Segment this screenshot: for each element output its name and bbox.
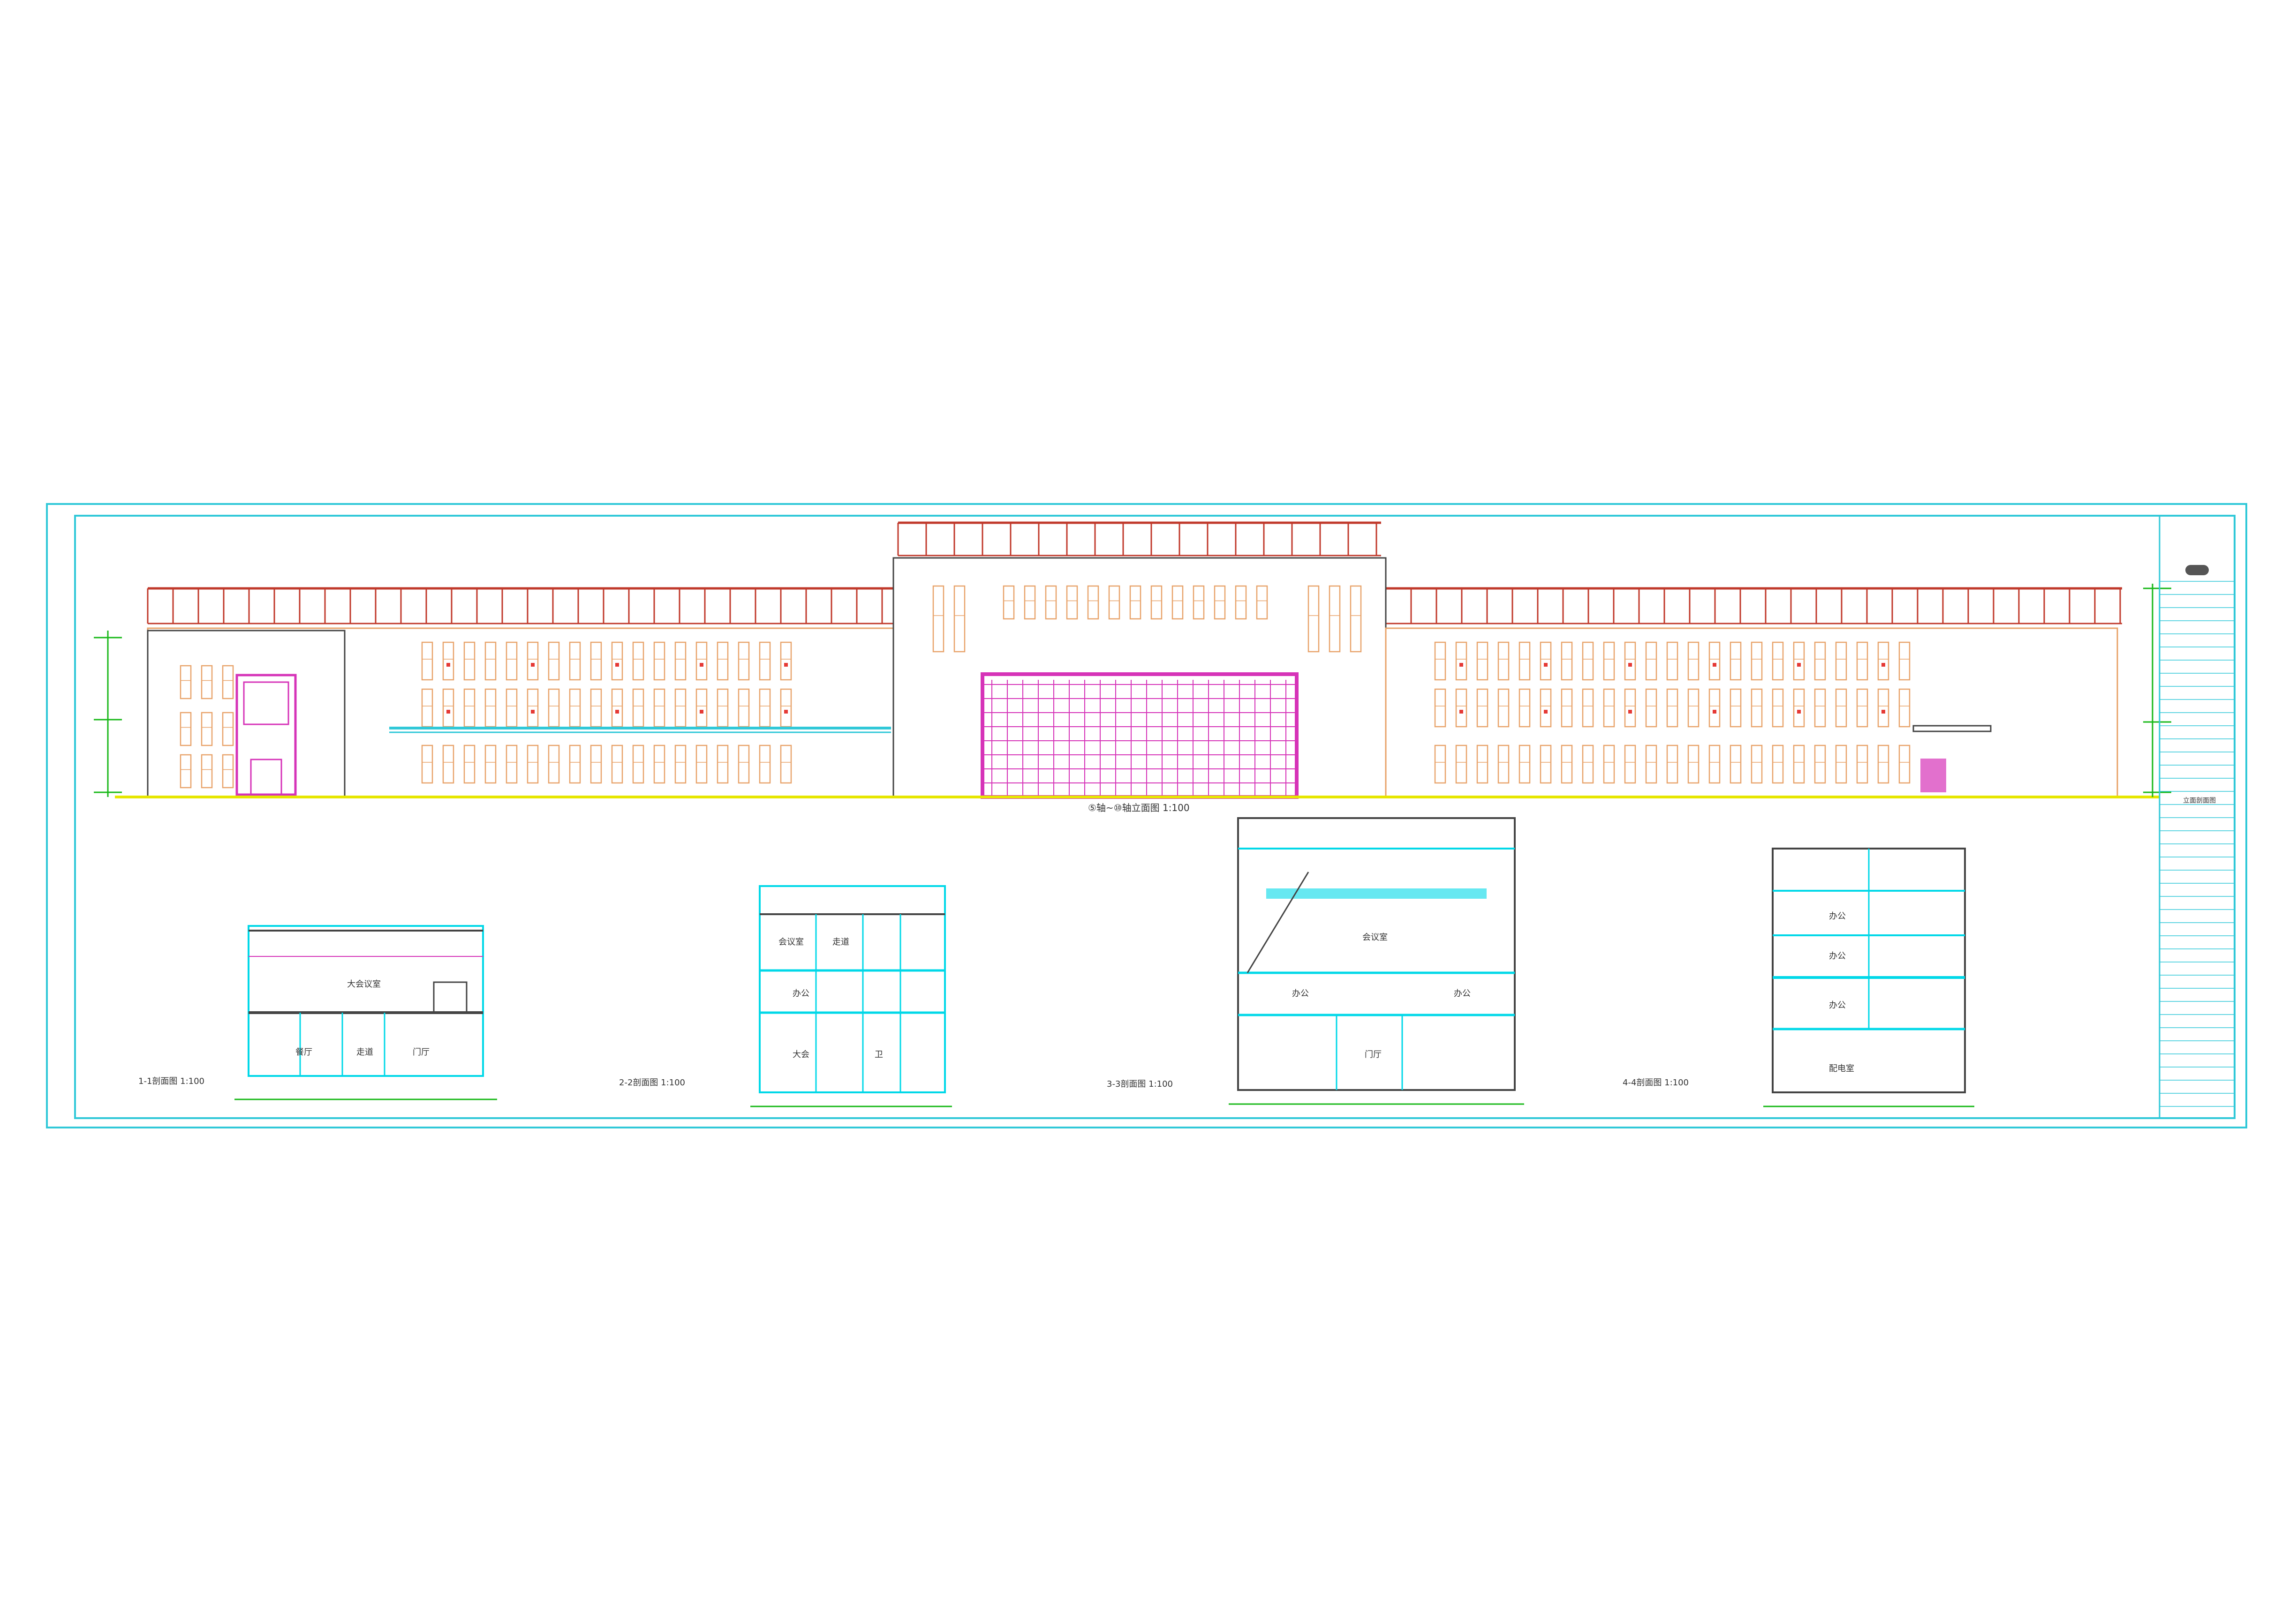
section-2-2: 会议室 走道 办公 大会 卫 2-2剖面图 1:100: [619, 885, 952, 1107]
left-level-markers: [94, 631, 122, 797]
roof-truss-center: [897, 521, 1381, 556]
section-2-2-room-5: 卫: [875, 1050, 883, 1060]
section-4-4-room-4: 配电室: [1829, 1064, 1854, 1074]
section-4-4-room-3: 办公: [1829, 1000, 1846, 1010]
section-2-2-title: 2-2剖面图 1:100: [619, 1078, 685, 1088]
right-canopy: [1912, 725, 1992, 732]
roof-truss-right: [1385, 587, 2122, 624]
curtain-wall-grid: [983, 680, 1296, 796]
center-block-outline: [892, 557, 1387, 798]
left-annex-outline: [147, 630, 346, 798]
section-2-2-room-2: 走道: [832, 937, 849, 947]
section-1-1-title: 1-1剖面图 1:100: [138, 1076, 204, 1086]
section-3-3-room-3: 办公: [1454, 989, 1471, 999]
section-4-4: 办公 办公 办公 配电室 4-4剖面图 1:100: [1623, 848, 1974, 1107]
right-entrance-box: [1920, 759, 1946, 792]
section-1-1-room-4: 门厅: [413, 1047, 430, 1057]
section-2-2-room-1: 会议室: [778, 937, 804, 947]
section-2-2-room-4: 大会: [793, 1050, 809, 1060]
outer-frame: [46, 503, 2247, 1128]
section-4-4-title: 4-4剖面图 1:100: [1623, 1078, 1689, 1088]
title-block-rows: [2160, 581, 2235, 1107]
main-elevation: ⑤轴~⑩轴立面图 1:100: [94, 521, 2171, 813]
annex-entrance: [250, 759, 282, 796]
section-4-4-room-1: 办公: [1829, 911, 1846, 921]
section-3-3: 会议室 办公 办公 门厅 3-3剖面图 1:100: [1107, 817, 1524, 1105]
inner-frame: [74, 515, 2236, 1119]
company-logo: [2185, 565, 2209, 575]
right-level-markers: [2143, 584, 2171, 797]
section-3-3-room-1: 会议室: [1362, 932, 1388, 942]
title-block-drawing-name: 立面剖面图: [2183, 797, 2216, 804]
section-1-1: 大会议室 餐厅 走道 门厅 1-1剖面图 1:100: [138, 925, 497, 1100]
section-1-1-room-3: 走道: [356, 1047, 373, 1057]
section-1-1-room-1: 大会议室: [347, 979, 381, 989]
section-3-3-room-2: 办公: [1292, 989, 1309, 999]
section-3-3-title: 3-3剖面图 1:100: [1107, 1079, 1173, 1089]
curtain-wall-outer: [981, 672, 1299, 799]
annex-feature-frame: [235, 674, 297, 796]
roof-truss-left: [147, 587, 893, 624]
elevation-title: ⑤轴~⑩轴立面图 1:100: [1088, 802, 1190, 813]
section-1-1-room-2: 餐厅: [295, 1047, 312, 1057]
title-block: 立面剖面图: [2159, 515, 2236, 1119]
window-grid: [180, 585, 1911, 789]
section-4-4-room-2: 办公: [1829, 951, 1846, 961]
section-3-3-room-4: 门厅: [1365, 1050, 1382, 1060]
section-2-2-room-3: 办公: [793, 989, 809, 999]
annex-feature-inner: [243, 681, 289, 725]
left-wing-outline: [147, 627, 894, 798]
